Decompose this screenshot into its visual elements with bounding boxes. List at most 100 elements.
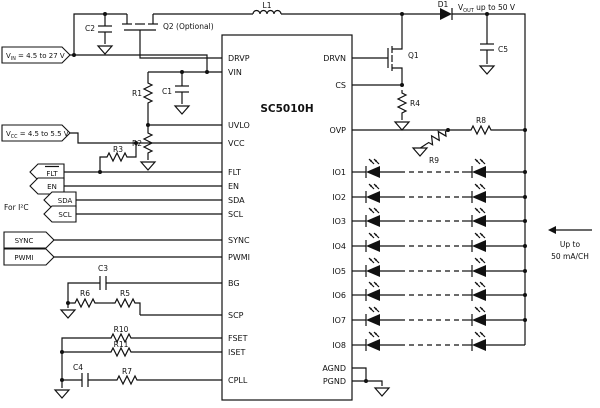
led-row-8 bbox=[352, 331, 525, 352]
pin-label-io5: IO5 bbox=[332, 267, 346, 276]
en-tag: EN bbox=[29, 177, 65, 195]
current-line1: Up to bbox=[560, 240, 581, 249]
q2-label: Q2 (Optional) bbox=[163, 22, 214, 31]
led-row-2 bbox=[352, 183, 525, 204]
ground-symbol bbox=[54, 389, 70, 399]
pin-label-pgnd: PGND bbox=[323, 377, 346, 386]
led-channels bbox=[352, 158, 525, 352]
q1-label: Q1 bbox=[408, 51, 419, 60]
r4-label: R4 bbox=[410, 99, 420, 108]
c3-label: C3 bbox=[98, 264, 108, 273]
pin-label-io4: IO4 bbox=[332, 242, 346, 251]
resistor-r5: R5 bbox=[111, 289, 139, 308]
ground-symbol bbox=[97, 45, 113, 55]
r9-label: R9 bbox=[429, 156, 439, 165]
pin-label-uvlo: UVLO bbox=[228, 121, 250, 130]
led-row-7 bbox=[352, 306, 525, 327]
r7-label: R7 bbox=[122, 367, 132, 376]
current-line2: 50 mA/CH bbox=[551, 252, 589, 261]
pin-label-iset: ISET bbox=[228, 348, 245, 357]
r6-label: R6 bbox=[80, 289, 90, 298]
pin-label-ovp: OVP bbox=[330, 126, 347, 135]
current-annotation: Up to 50 mA/CH bbox=[548, 226, 592, 261]
resistor-r9: R9 bbox=[412, 126, 451, 165]
c2-label: C2 bbox=[85, 24, 95, 33]
resistor-r1: R1 bbox=[132, 79, 153, 107]
led-row-5 bbox=[352, 257, 525, 278]
r1-label: R1 bbox=[132, 89, 142, 98]
pin-label-cs: CS bbox=[335, 81, 346, 90]
pin-label-cpll: CPLL bbox=[228, 376, 248, 385]
l1-label: L1 bbox=[263, 1, 272, 10]
pin-label-io3: IO3 bbox=[332, 217, 346, 226]
ic-sc5010h: SC5010H DRVP VIN UVLO VCC FLT EN SDA SCL… bbox=[221, 34, 353, 401]
pin-label-io1: IO1 bbox=[332, 168, 346, 177]
pin-label-io6: IO6 bbox=[332, 291, 346, 300]
led-row-6 bbox=[352, 281, 525, 302]
vout-label: VOUT up to 50 V bbox=[458, 3, 516, 14]
capacitor-c4: C4 bbox=[73, 363, 89, 387]
d1-label: D1 bbox=[438, 0, 449, 9]
led-row-1 bbox=[352, 158, 525, 179]
pin-label-drvp: DRVP bbox=[228, 54, 250, 63]
left-arrow-head bbox=[548, 226, 556, 234]
en-tag-label: EN bbox=[47, 183, 57, 191]
capacitor-c3: C3 bbox=[60, 264, 108, 319]
ic-left-pin-labels: DRVP VIN UVLO VCC FLT EN SDA SCL SYNC PW… bbox=[228, 54, 250, 385]
pin-label-scp: SCP bbox=[228, 311, 244, 320]
pin-label-vcc: VCC bbox=[228, 139, 245, 148]
pin-label-vin: VIN bbox=[228, 68, 242, 77]
c4-label: C4 bbox=[73, 363, 83, 372]
capacitor-c1: C1 bbox=[162, 72, 190, 115]
resistor-r4: R4 bbox=[394, 89, 420, 131]
r11-label: R11 bbox=[114, 340, 129, 349]
resistor-r6: R6 bbox=[71, 289, 99, 308]
diode-d1: D1 bbox=[438, 0, 453, 20]
resistor-r3-pullup: R3 bbox=[103, 145, 131, 162]
vcc-tag-label: VCC = 4.5 to 5.5 V bbox=[6, 130, 69, 140]
pin-label-io8: IO8 bbox=[332, 341, 346, 350]
resistor-r8: R8 bbox=[467, 116, 495, 135]
led-row-3 bbox=[352, 207, 525, 228]
flt-tag-label: FLT bbox=[46, 170, 58, 178]
ground-symbol bbox=[60, 309, 76, 319]
mosfet-q1: Q1 bbox=[387, 46, 419, 71]
ground-symbol bbox=[374, 387, 390, 397]
sda-tag-label: SDA bbox=[58, 197, 73, 205]
junction-dots bbox=[60, 12, 527, 383]
scl-tag: SCL bbox=[43, 205, 77, 223]
ic-outline bbox=[221, 34, 353, 401]
pin-label-drvn: DRVN bbox=[323, 54, 346, 63]
ground-symbol bbox=[479, 65, 495, 75]
pin-label-sync: SYNC bbox=[228, 236, 250, 245]
resistor-r10: R10 bbox=[107, 325, 135, 343]
ic-right-pin-labels: DRVN CS OVP IO1 IO2 IO3 IO4 IO5 IO6 IO7 … bbox=[322, 54, 346, 386]
pwmi-tag-label: PWMI bbox=[14, 254, 33, 262]
capacitor-c2: C2 bbox=[85, 14, 113, 55]
r5-label: R5 bbox=[120, 289, 130, 298]
mosfet-q2: Q2 (Optional) bbox=[122, 14, 214, 31]
r3-label: R3 bbox=[113, 145, 123, 154]
inductor-l1: L1 bbox=[252, 1, 282, 15]
led-row-4 bbox=[352, 232, 525, 253]
vin-tag: VIN = 4.5 to 27 V bbox=[1, 46, 71, 64]
c5-label: C5 bbox=[498, 45, 508, 54]
pin-label-flt: FLT bbox=[228, 168, 241, 177]
i2c-note: For I²C bbox=[4, 203, 29, 212]
sync-tag: SYNC bbox=[3, 231, 55, 249]
sync-tag-label: SYNC bbox=[15, 237, 34, 245]
pin-label-bg: BG bbox=[228, 279, 240, 288]
pin-label-sda: SDA bbox=[228, 196, 245, 205]
pwmi-tag: PWMI bbox=[3, 248, 55, 266]
pin-label-en: EN bbox=[228, 182, 239, 191]
r10-label: R10 bbox=[114, 325, 129, 334]
vin-tag-label: VIN = 4.5 to 27 V bbox=[6, 52, 65, 62]
flt-tag: FLT bbox=[29, 163, 65, 181]
pin-label-agnd: AGND bbox=[322, 364, 346, 373]
r8-label: R8 bbox=[476, 116, 486, 125]
pin-label-io7: IO7 bbox=[332, 316, 346, 325]
ground-symbol bbox=[394, 121, 410, 131]
pin-label-scl: SCL bbox=[228, 210, 244, 219]
